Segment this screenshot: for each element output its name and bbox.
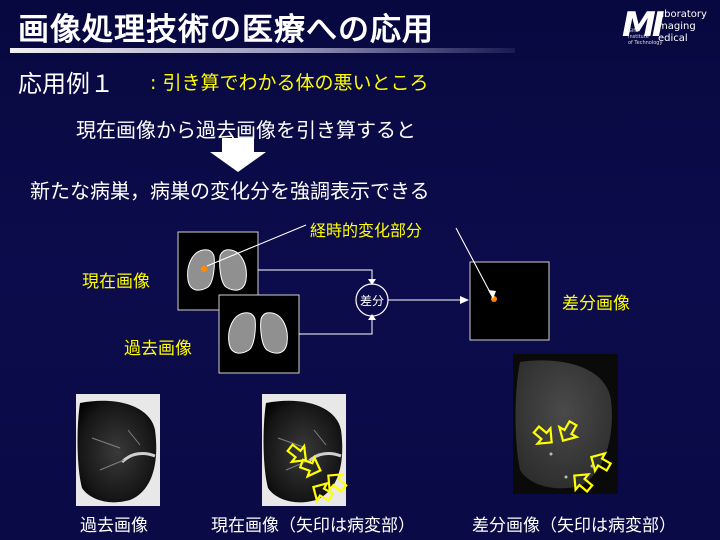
- difference-image-box: [469, 261, 550, 341]
- ct-image-difference: [513, 354, 618, 494]
- operator-label: 差分: [360, 294, 384, 308]
- slide-title: 画像処理技術の医療への応用: [18, 12, 434, 48]
- logo-word-medical: edical: [658, 33, 688, 44]
- ct-image-past: [76, 394, 160, 506]
- title-underline: [10, 48, 515, 53]
- logo-small-line-3: of Technology: [628, 40, 663, 46]
- label-difference-image: 差分画像: [562, 294, 630, 314]
- temporal-change-callout: 経時的変化部分: [310, 221, 423, 240]
- label-past-image: 過去画像: [124, 339, 192, 359]
- caption-current: 現在画像（矢印は病変部）: [211, 516, 415, 536]
- lesion-dot-icon: [200, 265, 208, 273]
- logo-small-line-1: Gifu: [628, 28, 639, 34]
- subtitle-lead: 応用例１: [18, 70, 114, 98]
- past-image-box: [218, 294, 300, 374]
- caption-difference: 差分画像（矢印は病変部）: [472, 516, 676, 536]
- ct-image-current: [262, 394, 348, 506]
- label-current-image: 現在画像: [82, 272, 150, 292]
- lab-logo: MI aboratory maging edical Gifu Institut…: [622, 6, 718, 46]
- logo-letters: MI: [622, 5, 665, 45]
- down-arrow-icon: [210, 138, 266, 172]
- explanation-line-2: 新たな病巣，病巣の変化分を強調表示できる: [30, 179, 430, 203]
- logo-small-line-2: Institute: [628, 34, 649, 40]
- logo-word-laboratory: aboratory: [658, 9, 707, 20]
- subtitle-rest: : 引き算でわかる体の悪いところ: [150, 72, 429, 94]
- caption-past: 過去画像: [80, 516, 148, 536]
- logo-word-imaging: maging: [658, 21, 696, 32]
